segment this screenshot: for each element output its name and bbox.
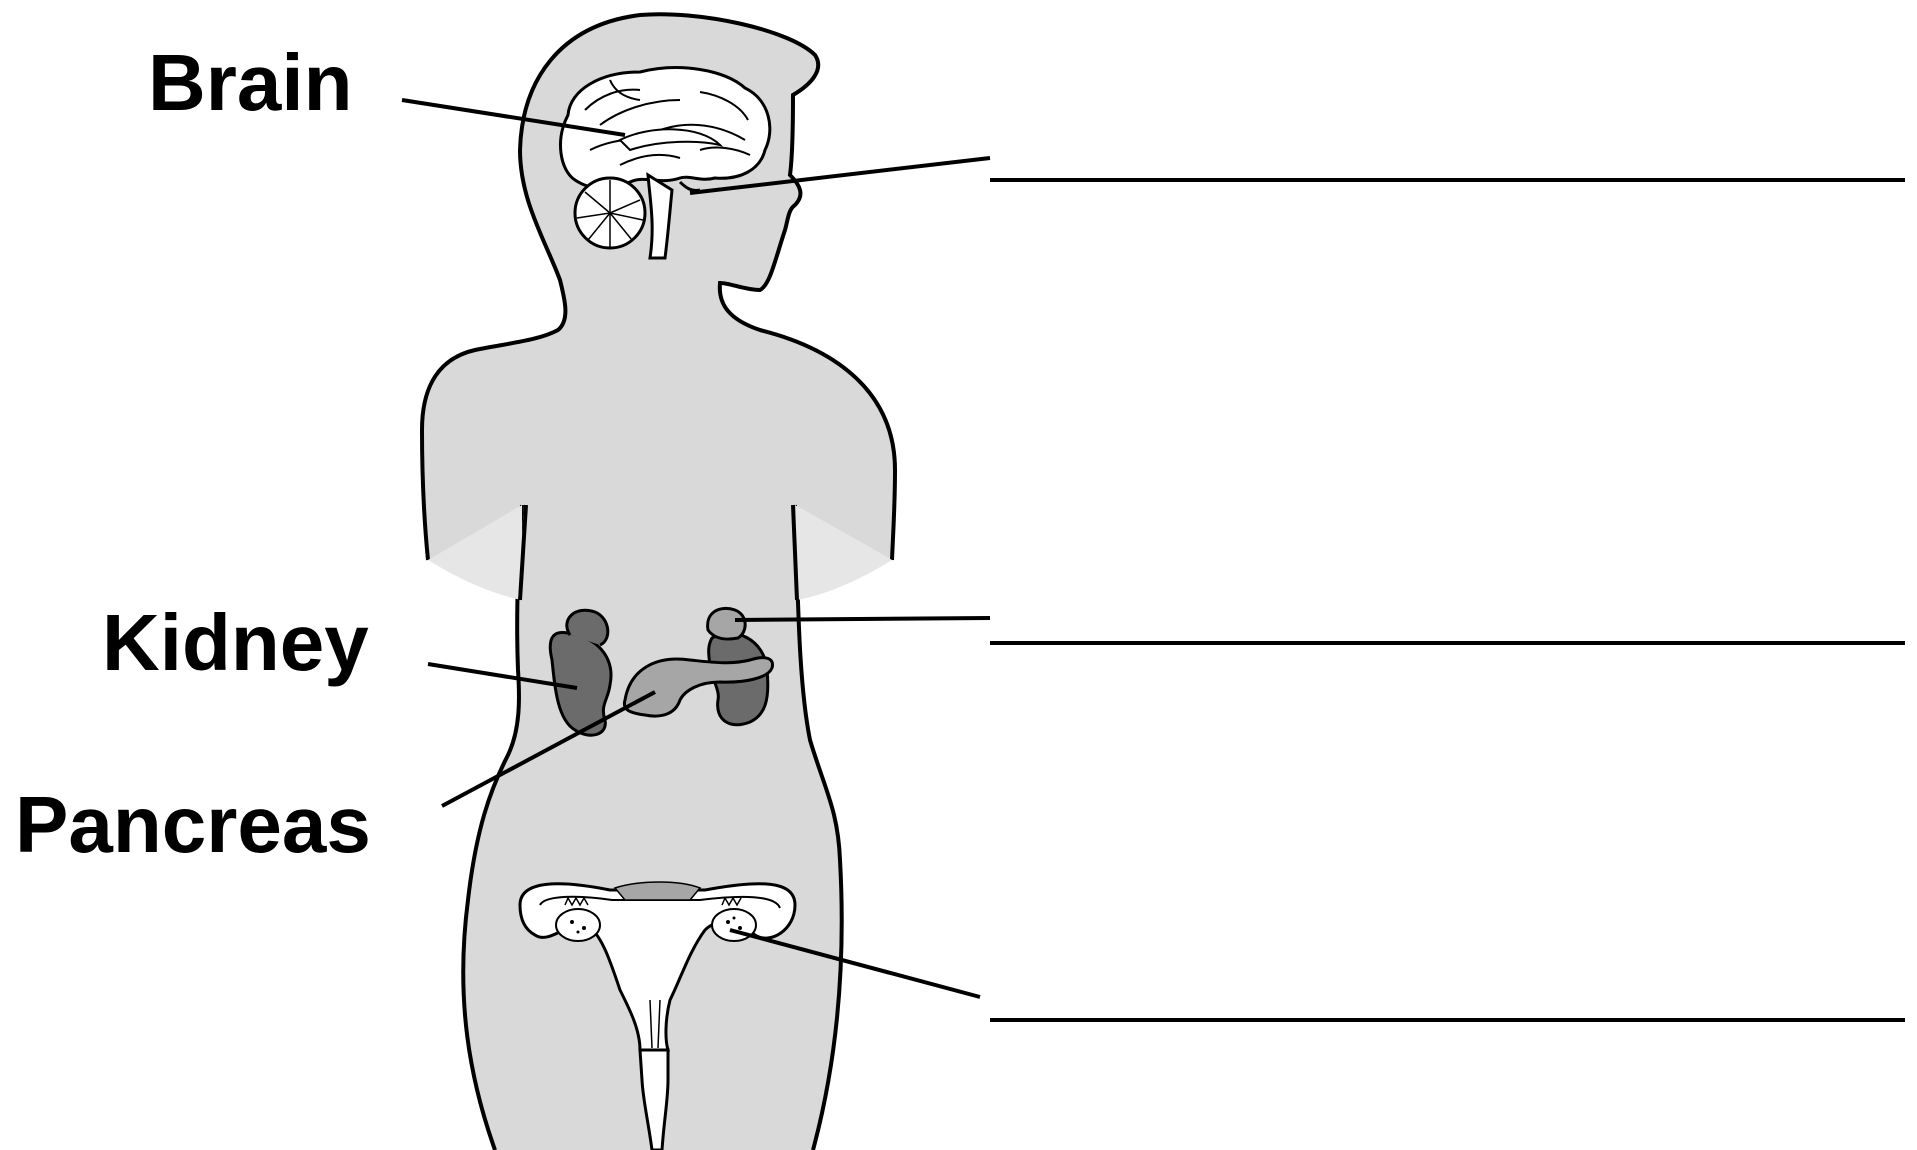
label-pancreas: Pancreas [15, 780, 371, 869]
label-kidney: Kidney [102, 598, 369, 687]
leader-adrenal [735, 618, 990, 620]
label-brain: Brain [148, 38, 353, 127]
